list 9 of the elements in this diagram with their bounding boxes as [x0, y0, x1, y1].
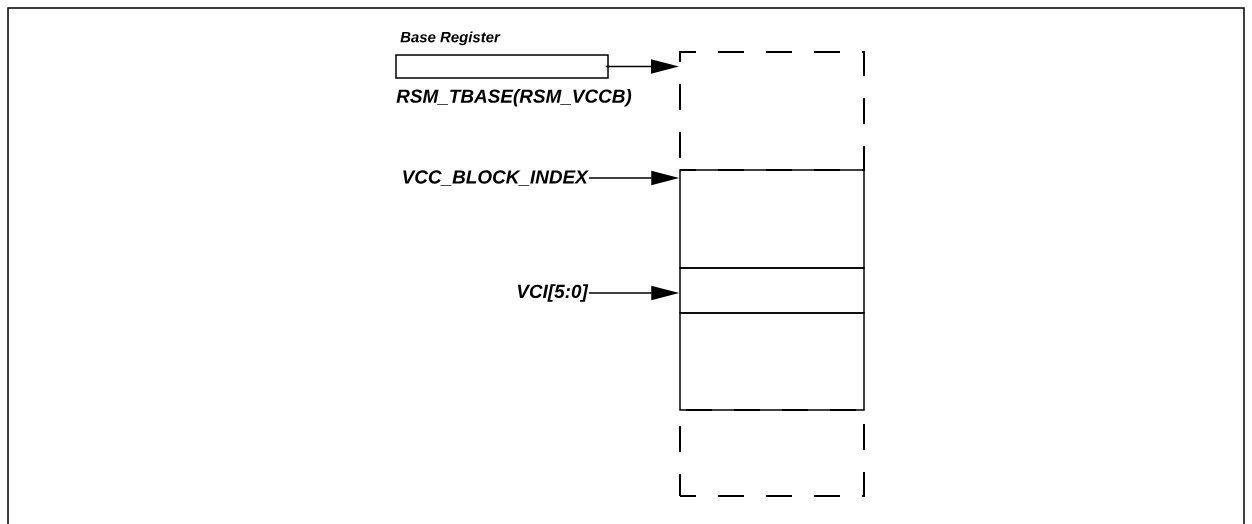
memory-block	[679, 267, 865, 314]
memory-block	[679, 312, 865, 411]
dashed-memory-region	[679, 51, 865, 171]
node-label: Base Register	[400, 31, 501, 46]
signal-label: VCI[5:0]	[517, 284, 589, 302]
signal-label: VCC_BLOCK_INDEX	[403, 170, 589, 186]
memory-block	[679, 169, 865, 269]
register-box: Base Register RSM_TBASE(RSM_VCCB)	[395, 31, 632, 107]
node-label: RSM_TBASE(RSM_VCCB)	[396, 88, 632, 107]
